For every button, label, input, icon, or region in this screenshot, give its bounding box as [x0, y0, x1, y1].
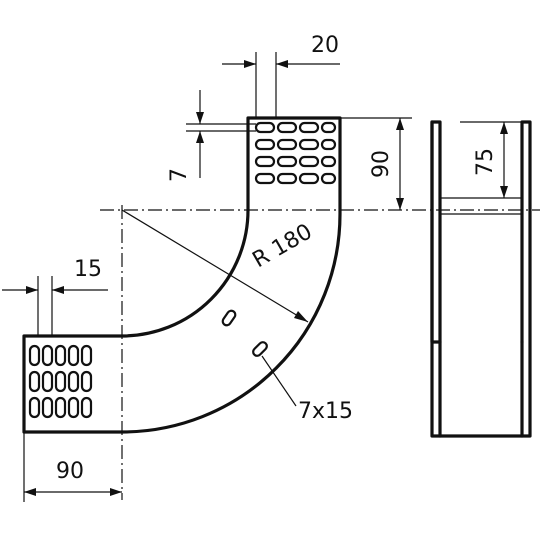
- slot: [54, 344, 67, 367]
- dim-20-label: 20: [311, 33, 339, 58]
- slot: [320, 172, 337, 185]
- slot: [254, 138, 276, 151]
- slot: [254, 121, 276, 134]
- slot: [41, 344, 54, 367]
- dim-15-label: 15: [74, 257, 102, 282]
- slot: [276, 138, 298, 151]
- top-flange-slots: [254, 121, 337, 185]
- slot: [67, 396, 80, 419]
- dim-90-vertical-label: 90: [369, 150, 394, 178]
- side-view: 75: [430, 120, 532, 438]
- slot: [41, 370, 54, 393]
- slot-size-label: 7x15: [298, 399, 353, 424]
- slot: [276, 121, 298, 134]
- slot: [80, 370, 93, 393]
- dim-7-label: 7: [167, 168, 192, 182]
- slot-callout: 7x15: [261, 355, 353, 424]
- dim-90-horizontal-label: 90: [56, 459, 84, 484]
- slot: [80, 344, 93, 367]
- bend-body: [22, 116, 342, 434]
- slot: [276, 155, 298, 168]
- dim-90-horizontal: 90: [23, 432, 122, 502]
- slot: [28, 396, 41, 419]
- slot: [320, 121, 337, 134]
- center-lines: [100, 205, 540, 500]
- slot: [54, 370, 67, 393]
- slot: [298, 172, 320, 185]
- slot: [276, 172, 298, 185]
- dim-20: 20: [222, 33, 340, 118]
- slot: [41, 396, 54, 419]
- slot: [80, 396, 93, 419]
- dim-75-label: 75: [473, 148, 498, 176]
- slot: [54, 396, 67, 419]
- slot: [67, 344, 80, 367]
- radius-label: R 180: [249, 219, 317, 273]
- slot: [298, 155, 320, 168]
- slot: [254, 155, 276, 168]
- slot: [28, 370, 41, 393]
- dim-7: 7: [167, 90, 256, 182]
- arc-slots: [221, 309, 268, 357]
- arc-slot: [221, 309, 237, 327]
- bend-outer-edge: [22, 116, 342, 434]
- arc-slot: [252, 341, 268, 357]
- slot: [254, 172, 276, 185]
- slot: [28, 344, 41, 367]
- slot: [298, 138, 320, 151]
- left-flange-slots: [28, 344, 93, 419]
- slot: [320, 138, 337, 151]
- slot: [320, 155, 337, 168]
- dim-90-vertical: 90: [340, 117, 412, 210]
- slot: [67, 370, 80, 393]
- dim-15: 15: [2, 257, 108, 336]
- slot: [298, 121, 320, 134]
- radius-dimension: R 180: [121, 209, 317, 323]
